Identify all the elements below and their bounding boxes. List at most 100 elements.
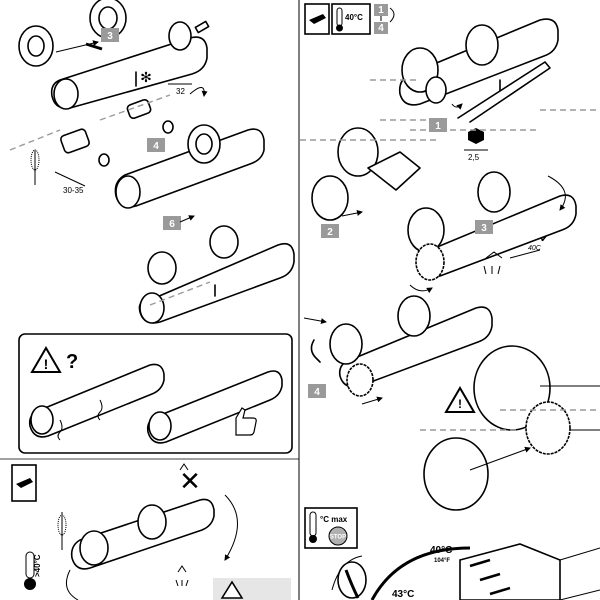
- slide-arrow-bottom: [361, 396, 383, 405]
- thermometer-right-bulb: [336, 24, 343, 32]
- step-6-mounted: 6: [138, 215, 295, 324]
- warning-detail-exclamation: !: [458, 397, 462, 411]
- frost-icon: ✻: [140, 69, 152, 85]
- nut-large-hole: [27, 35, 45, 57]
- badge-seq-1: [374, 4, 388, 16]
- gap-dim-label: 32: [176, 87, 185, 96]
- badge-step-3: [101, 28, 119, 42]
- wall-nut-left: [147, 251, 177, 285]
- slide-arrow-top: [303, 317, 327, 325]
- right-step-2-remove-knob: 2: [300, 127, 540, 238]
- badge-step-4: [147, 138, 165, 152]
- hex-dim-label: 2,5: [468, 153, 480, 162]
- badge-right-step-4-label: 4: [314, 387, 320, 398]
- length-dim-line: [54, 171, 86, 187]
- badge-right-step-3-label: 3: [481, 223, 487, 234]
- wrong-mixer-cap: [30, 405, 54, 435]
- dial-arc-main: [370, 546, 471, 600]
- thermometer-max-icon: [309, 511, 317, 537]
- step-3-nut-removal: 3: [18, 0, 210, 110]
- adjust-mixer-eccentric: [79, 530, 109, 566]
- hex-key-icon: [468, 128, 484, 144]
- direction-arrow: [85, 42, 103, 51]
- hand-icon: [16, 478, 33, 488]
- thermometer-left-bulb: [24, 578, 36, 590]
- mixer-mid-eccentric-hole: [195, 133, 213, 155]
- badge-seq-1-label: 1: [378, 5, 384, 16]
- right-temperature-dial: °C max STOP 40°C 104°F 43°C: [304, 507, 600, 600]
- badge-right-step-3: [475, 220, 493, 234]
- hot-limit-label: >40°C: [33, 554, 42, 577]
- removed-knob: [311, 175, 349, 221]
- guide-lines-step2: [300, 129, 540, 141]
- connector-lower: [60, 128, 90, 154]
- rotate-arrow-knob: [409, 284, 433, 294]
- right-knob-alignment-detail: !: [420, 345, 600, 511]
- right-top-icons: 40°C 1 4: [304, 3, 395, 35]
- guide-lines-detail: [420, 409, 600, 431]
- remove-arrow: [55, 40, 99, 53]
- badge-seq-4: [374, 22, 388, 34]
- handle-stub: [194, 20, 210, 34]
- badge-right-step-2-label: 2: [327, 227, 333, 238]
- washer-lower: [98, 153, 110, 167]
- temperature-adjust-left: ✕ >40°C: [11, 463, 291, 600]
- right-eccentric-step4-2: [397, 295, 431, 337]
- shower-spray-step3-icon: [483, 251, 503, 275]
- dial-primary-temp: 40°C: [430, 545, 452, 556]
- hand-icon-box-right: [304, 3, 330, 35]
- wall-eccentric-step2: [337, 127, 379, 177]
- warning-panel-frame: [18, 333, 293, 454]
- mixer-lower-cap: [139, 292, 165, 324]
- warning-triangle-detail-icon: [444, 386, 476, 413]
- temperature-icon-label: 40°C: [345, 13, 363, 22]
- nut-top-hole: [98, 6, 118, 30]
- connector-upper: [126, 98, 152, 120]
- thermometer-probe: [509, 249, 541, 259]
- right-mixer-body: [146, 370, 283, 444]
- right-step-1-loosen-screw: 1 2,5: [370, 18, 600, 162]
- right-mixer-top-eccentric-2: [465, 24, 499, 66]
- right-step-4-refit-knob: 4: [303, 295, 493, 405]
- right-mixer-cap: [148, 411, 172, 441]
- step-4-assembly: ✻ 30-35 32 4: [30, 69, 265, 209]
- stop-icon: [328, 526, 348, 546]
- badge-right-step-4: [308, 384, 326, 398]
- cartridge-gear: [415, 243, 445, 281]
- adjust-mixer-eccentric-2: [137, 504, 167, 540]
- mixer-body-top: [50, 36, 208, 110]
- badge-right-step-2: [321, 224, 339, 238]
- check-icon: ✔: [540, 234, 548, 245]
- hand-icon-right: [309, 14, 326, 24]
- wrong-mixer-body: [28, 363, 165, 438]
- right-step-3-set-temperature: 3 40C ✔: [407, 171, 577, 294]
- detail-cartridge-gear: [525, 401, 571, 455]
- warning-triangle-bottom-icon: [220, 580, 244, 599]
- badge-step-6: [163, 216, 181, 230]
- dial-secondary-temp: 43°C: [392, 589, 414, 600]
- badge-right-step-1: [429, 118, 447, 132]
- thumbs-up-icon: [235, 407, 257, 436]
- right-eccentric-step3-2: [477, 171, 511, 213]
- drip-left: [57, 419, 63, 441]
- hex-key-step4: [310, 339, 321, 363]
- seq-loop-arrow: [389, 7, 395, 23]
- badge-right-step-1-label: 1: [435, 121, 441, 132]
- warning-question-mark: ?: [66, 351, 78, 373]
- max-temp-label: °C max: [320, 515, 348, 524]
- thermometer-max-bulb: [309, 535, 317, 543]
- shower-spray-icon: [175, 565, 189, 587]
- screw-turn-arrow: [451, 103, 463, 110]
- push-arrow: [179, 215, 195, 223]
- mixer-mid-left-cap: [115, 175, 141, 209]
- cartridge-step2: [367, 151, 421, 191]
- stop-icon-label: STOP: [330, 535, 346, 541]
- drip-right: [97, 399, 103, 421]
- right-eccentric-step4: [329, 323, 363, 365]
- guide-lines-left: [9, 94, 211, 306]
- right-mixer-body-step4: [338, 306, 493, 388]
- badge-step-3-label: 3: [107, 31, 113, 42]
- thermostat-knob-top: [425, 76, 447, 104]
- badge-step-4-label: 4: [153, 141, 159, 152]
